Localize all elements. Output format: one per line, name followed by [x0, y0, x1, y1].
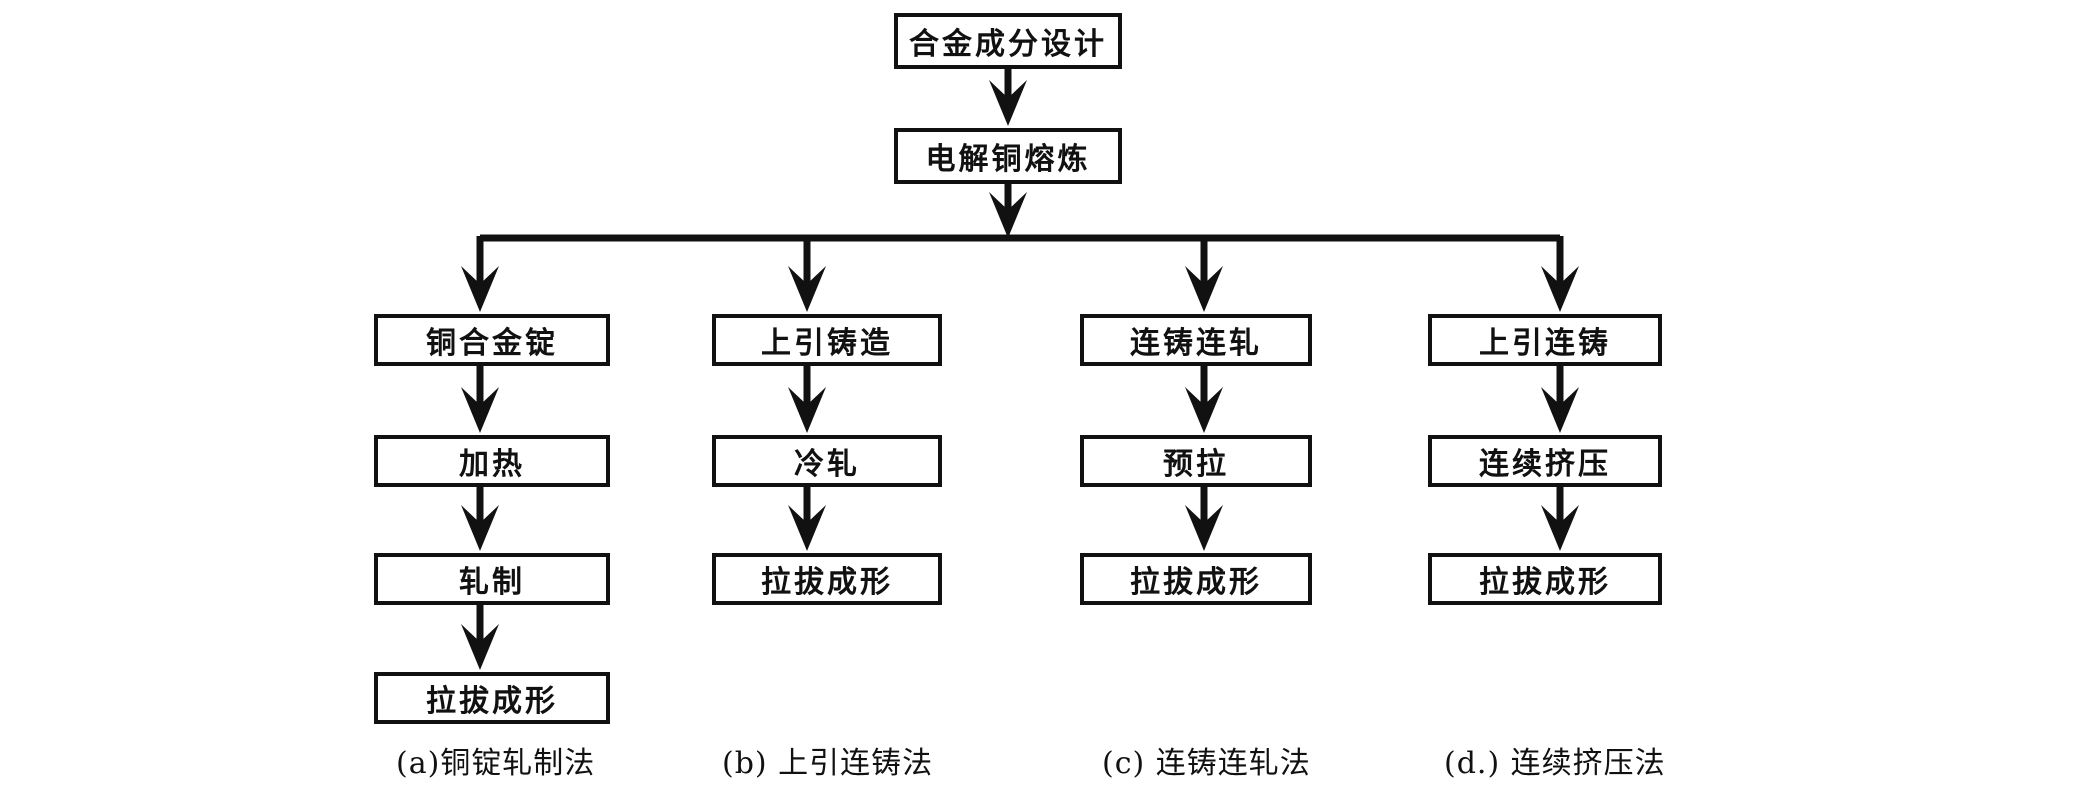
arrow-branch-to-route-a-head: [461, 266, 499, 312]
route-a-step-1: 铜合金锭: [374, 314, 610, 366]
arrow-top-to-melting-head: [989, 80, 1027, 126]
arrow-route-a-1-head: [461, 387, 499, 433]
step-alloy-composition-design: 合金成分设计: [894, 13, 1122, 69]
route-c-caption: (c) 连铸连轧法: [1102, 746, 1311, 781]
route-b-step-3: 拉拔成形: [712, 553, 942, 605]
route-a-step-2: 加热: [374, 435, 610, 487]
route-a-caption: (a)铜锭轧制法: [396, 746, 596, 781]
arrow-route-d-2-head: [1541, 505, 1579, 551]
arrow-branch-to-route-d-head: [1541, 266, 1579, 312]
route-d-step-3: 拉拔成形: [1428, 553, 1662, 605]
route-d-step-1: 上引连铸: [1428, 314, 1662, 366]
arrow-branch-to-route-b-head: [788, 266, 826, 312]
arrow-route-a-3-head: [461, 624, 499, 670]
step-electrolytic-copper-melting: 电解铜熔炼: [894, 128, 1122, 184]
arrow-melting-to-branch-head: [989, 192, 1027, 238]
route-b-step-1: 上引铸造: [712, 314, 942, 366]
arrow-branch-to-route-c-head: [1185, 266, 1223, 312]
route-b-step-2: 冷轧: [712, 435, 942, 487]
arrow-route-b-2-head: [788, 505, 826, 551]
route-d-step-2: 连续挤压: [1428, 435, 1662, 487]
route-a-step-3: 轧制: [374, 553, 610, 605]
route-c-step-2: 预拉: [1080, 435, 1312, 487]
arrow-route-b-1-head: [788, 387, 826, 433]
route-c-step-3: 拉拔成形: [1080, 553, 1312, 605]
arrow-route-c-2-head: [1185, 505, 1223, 551]
arrow-route-c-1-head: [1185, 387, 1223, 433]
arrow-route-d-1-head: [1541, 387, 1579, 433]
route-b-caption: (b) 上引连铸法: [722, 746, 934, 781]
route-d-caption: (d.) 连续挤压法: [1444, 746, 1666, 781]
arrow-route-a-2-head: [461, 505, 499, 551]
route-a-step-4: 拉拔成形: [374, 672, 610, 724]
route-c-step-1: 连铸连轧: [1080, 314, 1312, 366]
